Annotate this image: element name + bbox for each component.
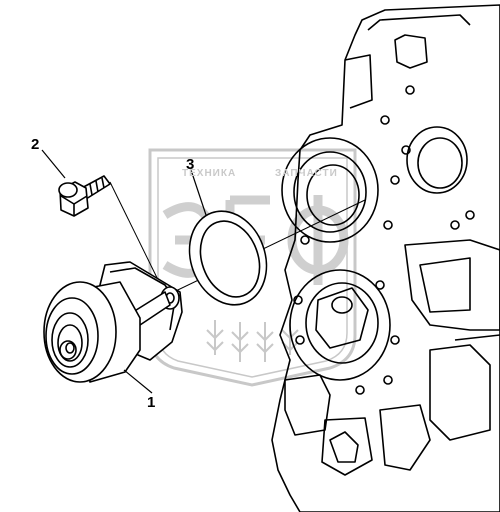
- leader-line-3: [190, 169, 207, 216]
- bolt: [58, 175, 111, 217]
- bolt-axis-line: [109, 181, 164, 291]
- callout-1: 1: [147, 394, 156, 411]
- leader-line-2: [41, 149, 66, 179]
- gasket-ring: [188, 210, 268, 306]
- callout-2: 2: [31, 136, 40, 153]
- leader-lines: [41, 149, 207, 394]
- engine-block: [271, 4, 500, 512]
- callout-3: 3: [186, 156, 195, 173]
- watermark-text-right: ЗАПЧАСТИ: [275, 168, 338, 179]
- tensioner-pulley: [43, 261, 183, 383]
- watermark-text-left: ТЕХНИКА: [182, 168, 237, 179]
- leader-line-1: [123, 369, 153, 394]
